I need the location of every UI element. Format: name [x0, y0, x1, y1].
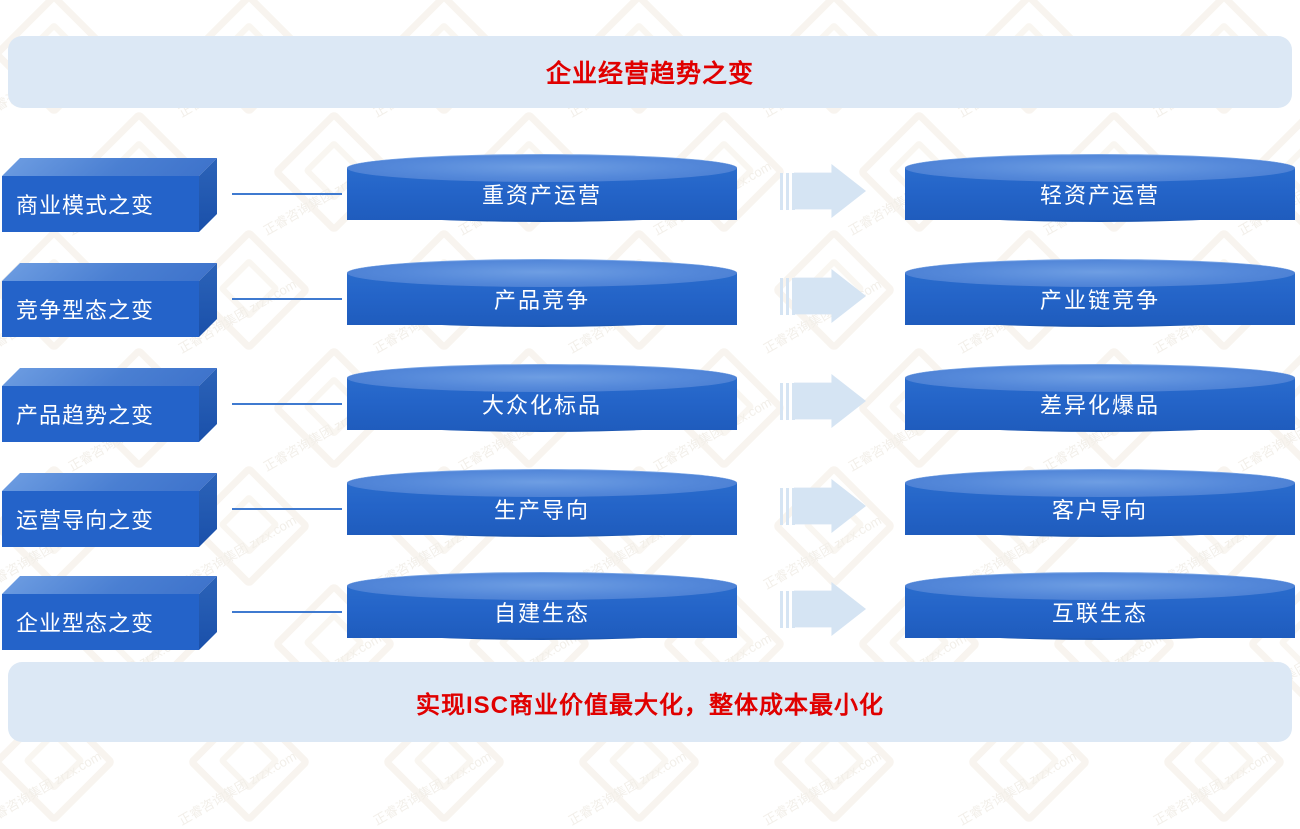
connector-line [232, 508, 342, 510]
to-state-label: 轻资产运营 [1039, 183, 1160, 208]
category-label-box-4[interactable]: 企业型态之变 [2, 576, 217, 650]
trend-row: 竞争型态之变 产品竞争 产业链竞争 [0, 245, 1300, 341]
cylinder-top [905, 364, 1295, 392]
to-state-cylinder-0[interactable]: 轻资产运营 [905, 154, 1295, 234]
right-arrow-icon [780, 269, 866, 323]
arrow-stripe [792, 590, 795, 628]
box-side-face [199, 576, 217, 650]
arrow-stripe [786, 172, 789, 210]
to-state-label: 产业链竞争 [1039, 288, 1160, 313]
to-state-cylinder-2[interactable]: 差异化爆品 [905, 364, 1295, 444]
trend-row: 企业型态之变 自建生态 互联生态 [0, 558, 1300, 654]
from-state-cylinder-2[interactable]: 大众化标品 [347, 364, 737, 444]
right-arrow-icon [780, 164, 866, 218]
arrow-body [794, 164, 866, 218]
arrow-body [794, 374, 866, 428]
box-front-face: 商业模式之变 [2, 176, 199, 232]
category-label-text: 运营导向之变 [16, 508, 155, 533]
arrow-stripe [792, 277, 795, 315]
category-label-text: 商业模式之变 [16, 193, 155, 218]
arrow-body [794, 479, 866, 533]
cylinder-top [347, 259, 737, 287]
category-label-box-3[interactable]: 运营导向之变 [2, 473, 217, 547]
box-front-face: 产品趋势之变 [2, 386, 199, 442]
to-state-label: 客户导向 [1051, 498, 1148, 523]
arrow-stripe [780, 590, 783, 628]
box-top-face [2, 263, 217, 281]
box-top-face [2, 368, 217, 386]
arrow-stripe [780, 172, 783, 210]
box-top-face [2, 576, 217, 594]
from-state-cylinder-0[interactable]: 重资产运营 [347, 154, 737, 234]
category-label-box-2[interactable]: 产品趋势之变 [2, 368, 217, 442]
to-state-label: 互联生态 [1051, 601, 1148, 626]
category-label-text: 企业型态之变 [16, 611, 155, 636]
connector-line [232, 193, 342, 195]
arrow-stripe [786, 382, 789, 420]
category-label-text: 竞争型态之变 [16, 298, 155, 323]
box-front-face: 竞争型态之变 [2, 281, 199, 337]
cylinder-top [905, 259, 1295, 287]
category-label-text: 产品趋势之变 [16, 403, 155, 428]
box-side-face [199, 368, 217, 442]
box-front-face: 企业型态之变 [2, 594, 199, 650]
right-arrow-icon [780, 479, 866, 533]
to-state-cylinder-4[interactable]: 互联生态 [905, 572, 1295, 652]
arrow-stripe [792, 172, 795, 210]
from-state-cylinder-1[interactable]: 产品竞争 [347, 259, 737, 339]
box-side-face [199, 263, 217, 337]
trend-row: 商业模式之变 重资产运营 轻资产运营 [0, 140, 1300, 236]
arrow-stripe [786, 277, 789, 315]
category-label-box-0[interactable]: 商业模式之变 [2, 158, 217, 232]
footer-banner: 实现ISC商业价值最大化，整体成本最小化 [8, 662, 1292, 742]
arrow-stripe [780, 277, 783, 315]
cylinder-top [905, 469, 1295, 497]
page-title: 企业经营趋势之变 [545, 60, 754, 88]
header-banner: 企业经营趋势之变 [8, 36, 1292, 108]
connector-line [232, 611, 342, 613]
trend-row: 产品趋势之变 大众化标品 差异化爆品 [0, 350, 1300, 446]
arrow-stripe [792, 382, 795, 420]
right-arrow-icon [780, 582, 866, 636]
box-side-face [199, 158, 217, 232]
cylinder-top [347, 572, 737, 600]
to-state-cylinder-3[interactable]: 客户导向 [905, 469, 1295, 549]
from-state-cylinder-3[interactable]: 生产导向 [347, 469, 737, 549]
cylinder-top [347, 154, 737, 182]
arrow-stripe [780, 382, 783, 420]
diagram-canvas: 企业经营趋势之变 商业模式之变 重资产运营 轻资产运营竞争型态之变 产品竞争 产业链竞争… [0, 36, 1300, 742]
arrow-stripe [786, 590, 789, 628]
from-state-cylinder-4[interactable]: 自建生态 [347, 572, 737, 652]
connector-line [232, 403, 342, 405]
cylinder-top [347, 469, 737, 497]
from-state-label: 自建生态 [493, 601, 590, 626]
from-state-label: 产品竞争 [493, 288, 590, 313]
to-state-label: 差异化爆品 [1039, 393, 1160, 418]
category-label-box-1[interactable]: 竞争型态之变 [2, 263, 217, 337]
to-state-cylinder-1[interactable]: 产业链竞争 [905, 259, 1295, 339]
cylinder-top [905, 572, 1295, 600]
from-state-label: 生产导向 [493, 498, 590, 523]
box-top-face [2, 158, 217, 176]
from-state-label: 大众化标品 [481, 393, 602, 418]
box-front-face: 运营导向之变 [2, 491, 199, 547]
cylinder-top [347, 364, 737, 392]
from-state-label: 重资产运营 [481, 183, 602, 208]
arrow-body [794, 582, 866, 636]
cylinder-top [905, 154, 1295, 182]
footer-title: 实现ISC商业价值最大化，整体成本最小化 [415, 691, 884, 719]
trend-row: 运营导向之变 生产导向 客户导向 [0, 455, 1300, 551]
connector-line [232, 298, 342, 300]
arrow-stripe [780, 487, 783, 525]
box-top-face [2, 473, 217, 491]
arrow-stripe [786, 487, 789, 525]
right-arrow-icon [780, 374, 866, 428]
arrow-body [794, 269, 866, 323]
box-side-face [199, 473, 217, 547]
arrow-stripe [792, 487, 795, 525]
